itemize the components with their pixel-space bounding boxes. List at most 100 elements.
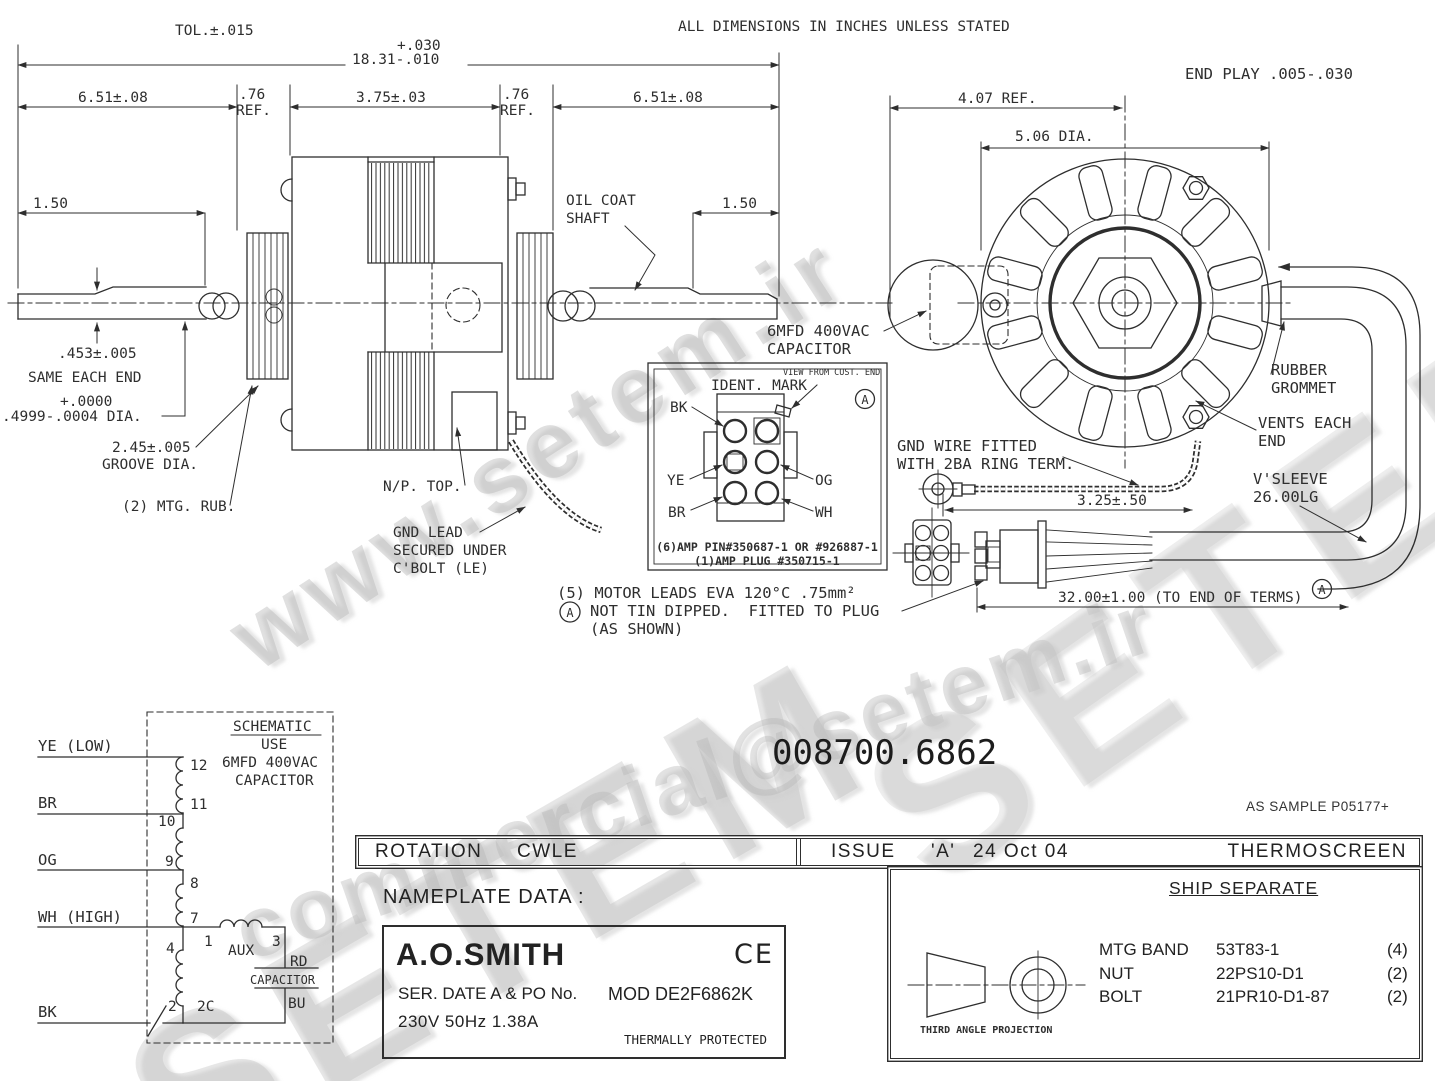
nameplate-location-box [451, 391, 498, 451]
schematic-title: SCHEMATIC [233, 719, 312, 735]
dim-3200: 32.00±1.00 (TO END OF TERMS) [1058, 590, 1302, 606]
pin-label-ye: YE [667, 473, 684, 489]
pin-label-bk: BK [670, 400, 688, 416]
note-rubber-grommet: RUBBER [1271, 361, 1328, 379]
issue-label: ISSUE [831, 841, 896, 862]
wire-ye-low: YE (LOW) [38, 737, 113, 755]
side-view-dimensions: TOL.±.015 ALL DIMENSIONS IN INCHES UNLES… [2, 19, 1010, 577]
schematic-title-4: CAPACITOR [235, 773, 314, 789]
ground-wire [918, 440, 1202, 509]
title-bar-divider [796, 838, 801, 866]
ship-item-name: BOLT [1099, 987, 1143, 1006]
watermark-url: www.setem.ir [210, 213, 866, 691]
watermark-brand-2: SETEM [821, 233, 1435, 930]
cap-label-1: 6MFD 400VAC [767, 322, 870, 340]
schematic-title-2: USE [261, 737, 287, 753]
note-vents: VENTS EACH [1258, 414, 1351, 432]
dim-ref-left-2: REF. [236, 103, 271, 119]
ship-item-qty: (2) [1387, 987, 1408, 1006]
ident-badge-a: A [854, 388, 876, 410]
right-shaft [547, 287, 778, 322]
note-gnd-wire: GND WIRE FITTED [897, 437, 1037, 455]
end-shield-outline [980, 158, 1270, 448]
ship-item-part: 21PR10-D1-87 [1216, 987, 1330, 1006]
note-vents-2: END [1258, 432, 1286, 450]
motor-body [280, 156, 526, 451]
end-play-note: END PLAY .005-.030 [1185, 65, 1353, 83]
ground-lead-braid-core [509, 440, 602, 532]
capacitor-label-schematic: CAPACITOR [250, 973, 316, 987]
terminal-9: 9 [165, 854, 174, 870]
motor-end-view: END PLAY .005-.030 4.07 REF. 5.06 DIA. G… [883, 65, 1421, 613]
terminal-11: 11 [190, 797, 207, 813]
wire-wh-high: WH (HIGH) [38, 908, 122, 926]
ship-separate-title: SHIP SEPARATE [1169, 878, 1319, 898]
electrical-ratings: 230V 50Hz 1.38A [398, 1012, 539, 1031]
dim-groove-2: GROOVE DIA. [102, 457, 198, 473]
dim-ref-right-2: REF. [500, 103, 535, 119]
badge-letter: A [1318, 583, 1326, 597]
nameplate-heading: NAMEPLATE DATA : [383, 886, 585, 908]
terminal-4: 4 [166, 941, 175, 957]
terminal-8: 8 [190, 876, 199, 892]
sample-reference: AS SAMPLE P05177+ [1246, 799, 1390, 814]
right-mounting-rings [516, 232, 554, 380]
leads-badge-a: A [559, 601, 581, 623]
brand-logo: A.O.SMITH [396, 936, 566, 973]
drawing-part-number: 008700.6862 [772, 733, 998, 773]
dim-flat-depth: .453±.005 [58, 346, 137, 362]
hub-hexagon [1072, 257, 1178, 349]
capacitor [887, 259, 1009, 351]
nameplate-box: A.O.SMITH CE SER. DATE A & PO No. MOD DE… [382, 925, 786, 1059]
dim-groove: 2.45±.005 [112, 440, 191, 456]
view-from-note: VIEW FROM CUST. END [783, 368, 880, 378]
ship-item-part: 53T83-1 [1216, 940, 1280, 959]
power-cable [1046, 263, 1421, 590]
amp-pin-note: (6)AMP PIN#350687-1 OR #926887-1 [656, 540, 878, 554]
ship-item-qty: (4) [1387, 940, 1408, 959]
issue-date: 24 Oct 04 [973, 841, 1069, 862]
plug-connector-body [703, 393, 798, 522]
note-gnd-lead-2: SECURED UNDER [393, 543, 507, 559]
connector-face-view [892, 507, 970, 598]
terminal-3: 3 [272, 934, 281, 950]
ship-item-name: NUT [1099, 964, 1134, 983]
wire-og: OG [38, 851, 57, 869]
note-gnd-lead: GND LEAD [393, 525, 463, 541]
ground-lead-braid [508, 439, 603, 534]
rotation-label: ROTATION [375, 841, 483, 862]
plug-detail-box: VIEW FROM CUST. END IDENT. MARK A [647, 362, 888, 571]
wire-br: BR [38, 794, 57, 812]
ship-separate-box: SHIP SEPARATE MTG BAND 53T83-1 (4) NUT 2… [890, 869, 1420, 1059]
dim-shaft-right: 6.51±.08 [633, 90, 703, 106]
cap-label-2: CAPACITOR [767, 340, 852, 358]
rubber-grommet-shape [1261, 280, 1282, 327]
aux-label: AUX [228, 943, 254, 959]
end-view-dimensions: END PLAY .005-.030 4.07 REF. 5.06 DIA. G… [883, 65, 1367, 613]
issue-revision: 'A' [931, 841, 956, 862]
note-same-each-end: SAME EACH END [28, 370, 142, 386]
capacitor-label: 6MFD 400VAC CAPACITOR [767, 322, 870, 358]
note-mtg-rub: (2) MTG. RUB. [122, 499, 236, 515]
note-gnd-lead-3: C'BOLT (LE) [393, 561, 489, 577]
ship-item-part: 22PS10-D1 [1216, 964, 1304, 983]
rd-label: RD [290, 954, 307, 970]
motor-leads-note: (5) MOTOR LEADS EVA 120°C .75mm² NOT TIN… [557, 580, 984, 638]
note-vsleeve-2: 26.00LG [1253, 488, 1318, 506]
dim-shaft-dia: .4999-.0004 DIA. [2, 409, 142, 425]
through-bolt-bottom [1182, 405, 1210, 429]
terminal-10: 10 [158, 814, 175, 830]
dim-shaft-left: 6.51±.08 [78, 90, 148, 106]
screen-type: THERMOSCREEN [1227, 841, 1407, 862]
title-block-bar: ROTATION CWLE ISSUE 'A' 24 Oct 04 THERMO… [358, 838, 1420, 866]
left-shaft [17, 286, 240, 320]
through-bolt-top [1182, 176, 1210, 200]
terminal-2c: 2C [197, 999, 214, 1015]
dim-overall-plus: +.030 [397, 38, 441, 54]
ship-item-name: MTG BAND [1099, 940, 1189, 959]
bu-label: BU [288, 996, 305, 1012]
leads-note-3: (AS SHOWN) [590, 620, 683, 638]
note-gnd-wire-2: WITH 2BA RING TERM. [897, 455, 1074, 473]
ce-mark-icon: CE [734, 939, 774, 970]
